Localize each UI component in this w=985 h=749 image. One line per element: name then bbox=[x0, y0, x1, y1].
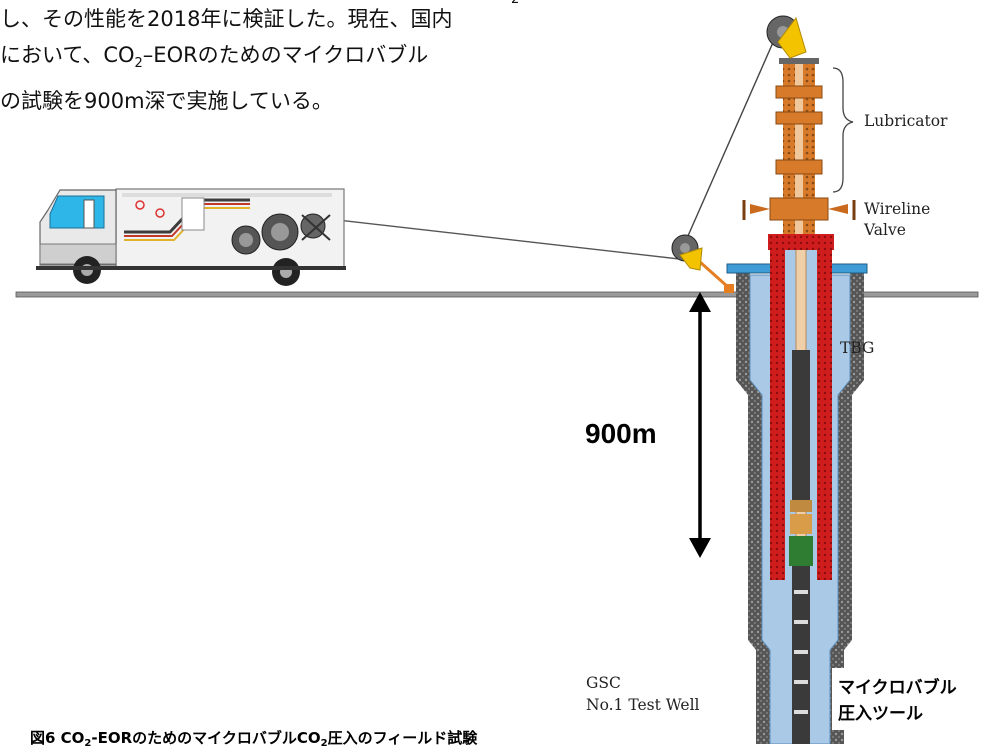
intro-line-2: において、CO2–EORのためのマイクロバブル bbox=[0, 43, 429, 71]
label-well-number: No.1 Test Well bbox=[586, 696, 700, 714]
top-sheave bbox=[766, 15, 807, 59]
intro-line-3: の試験を900m深で実施している。 bbox=[0, 89, 333, 113]
depth-arrow bbox=[689, 292, 711, 558]
logging-truck bbox=[36, 188, 346, 286]
intro-line-1: し、その性能を2018年に検証した。現在、国内 bbox=[0, 7, 453, 31]
microbubble-tool bbox=[792, 566, 810, 744]
lower-sheave bbox=[671, 234, 734, 293]
wireline-cable-upper bbox=[683, 21, 783, 246]
figure-caption: 図6 CO2-EORのためのマイクロバブルCO2圧入のフィールド試験 bbox=[30, 729, 478, 749]
lubricator-brace bbox=[832, 67, 854, 193]
label-valve: Valve bbox=[864, 221, 906, 239]
ground-surface bbox=[15, 291, 979, 298]
label-tbg: TBG bbox=[840, 339, 875, 357]
label-microbubble-tool: マイクロバブル 圧入ツール bbox=[838, 678, 957, 724]
well bbox=[726, 59, 868, 744]
lubricator-stack bbox=[742, 58, 856, 250]
label-wireline: Wireline bbox=[864, 200, 931, 218]
wireline-valve-body bbox=[769, 197, 829, 221]
intro-fragment: 2 bbox=[511, 0, 519, 7]
label-lubricator: Lubricator bbox=[864, 112, 948, 130]
tool-string-green bbox=[789, 536, 813, 566]
label-well-name: GSC bbox=[586, 674, 621, 692]
tool-string-upper bbox=[792, 350, 810, 500]
label-depth: 900m bbox=[585, 418, 657, 449]
